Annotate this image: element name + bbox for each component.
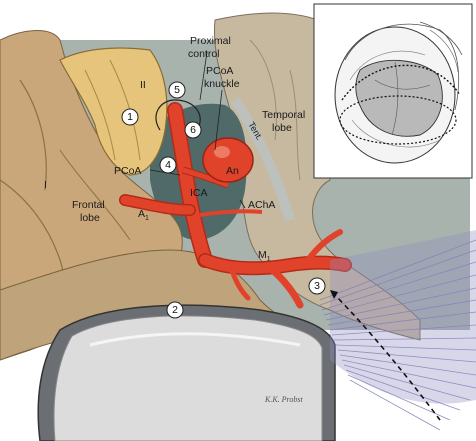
ica [168, 103, 212, 267]
pcoa-vessel [182, 167, 229, 188]
marker-4: 4 [159, 156, 177, 174]
inset-head-view [313, 3, 473, 179]
marker-3: 3 [308, 277, 326, 295]
marker-1: 1 [121, 108, 139, 126]
label-frontal-lobe-2: lobe [80, 212, 100, 224]
label-proximal-control-1: Proximal [190, 35, 231, 47]
label-proximal-control-2: control [188, 48, 220, 60]
tentorium [230, 97, 295, 222]
label-pcoa-knuckle-2: knuckle [204, 78, 240, 90]
label-pcoa-knuckle-1: PCoA [206, 65, 233, 77]
label-roman-ii: II [140, 79, 146, 91]
artist-signature: K.K. Probst [264, 395, 303, 404]
label-m1: M1 [258, 249, 271, 263]
arterial-tree [119, 102, 352, 309]
svg-text:3: 3 [314, 280, 320, 292]
label-temporal-lobe-1: Temporal [262, 109, 305, 121]
proximal-control-clip [155, 99, 201, 131]
marker-2: 2 [166, 301, 184, 319]
label-acha: AChA [248, 199, 275, 211]
svg-text:2: 2 [172, 304, 178, 316]
svg-text:5: 5 [174, 84, 180, 96]
label-frontal-lobe-1: Frontal [72, 199, 105, 211]
label-pcoa: PCoA [114, 165, 141, 177]
optic-nerve [59, 47, 168, 176]
label-an: An [226, 165, 239, 177]
label-temporal-lobe-2: lobe [272, 122, 292, 134]
svg-text:6: 6 [190, 124, 196, 136]
a1-segment [120, 195, 195, 215]
label-a1: A1 [138, 208, 149, 222]
label-roman-i: I [44, 179, 47, 191]
marker-5: 5 [168, 81, 186, 99]
label-ica: ICA [190, 187, 208, 199]
svg-text:4: 4 [165, 159, 171, 171]
svg-text:1: 1 [127, 111, 133, 123]
acha-vessel [199, 209, 263, 217]
m1-segment [199, 254, 351, 274]
marker-6: 6 [184, 121, 202, 139]
approach-trajectory [329, 289, 441, 421]
